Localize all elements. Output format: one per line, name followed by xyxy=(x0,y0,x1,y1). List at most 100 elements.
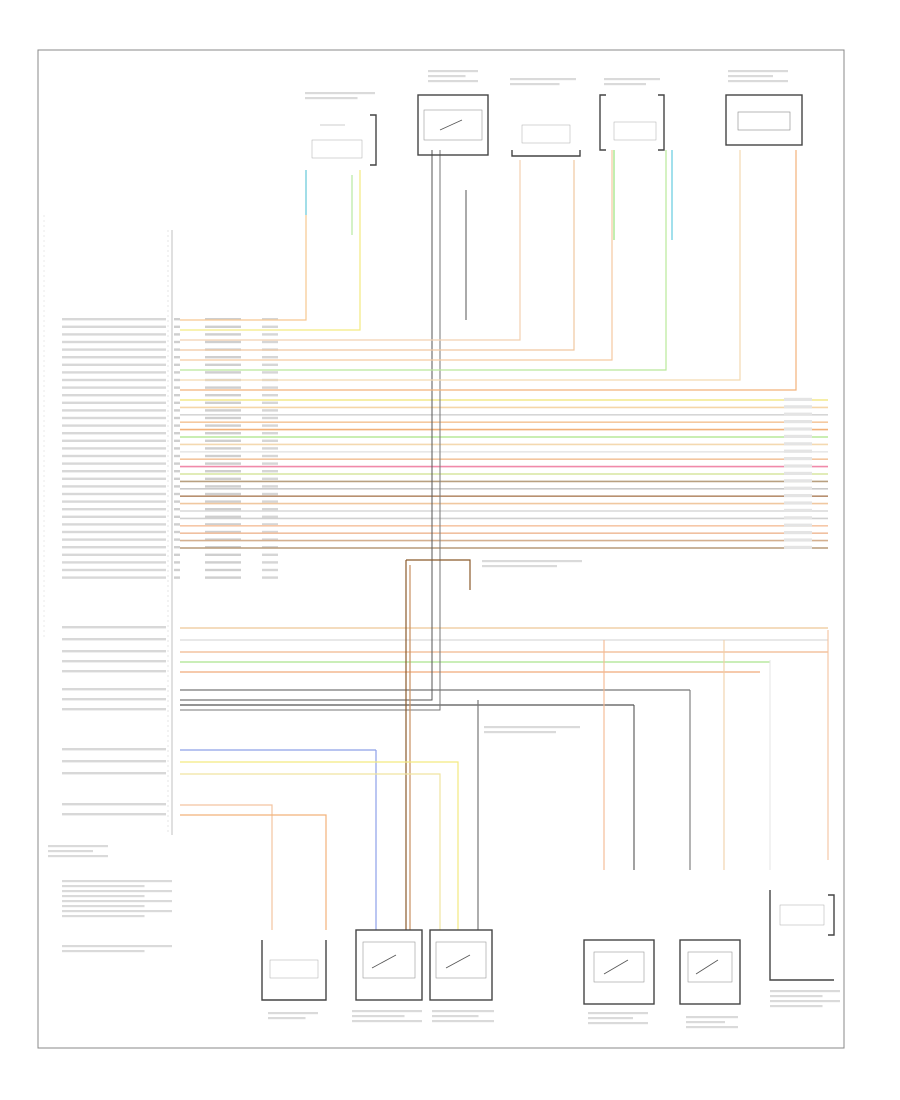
circuit-number xyxy=(262,485,278,488)
wire-tag xyxy=(784,494,812,498)
seat-position-sensor xyxy=(261,940,327,1001)
wire-tag xyxy=(784,479,812,483)
wire-tag xyxy=(784,412,812,416)
annotation-line xyxy=(432,1010,494,1013)
wire-code xyxy=(205,538,241,541)
wire-tag xyxy=(784,442,812,446)
wire-tag xyxy=(784,397,812,401)
wire-tag xyxy=(784,457,812,461)
pin-label xyxy=(62,363,166,366)
annotation-line xyxy=(588,1012,648,1015)
pin-label xyxy=(62,416,166,420)
annotation-line xyxy=(588,1017,633,1020)
circuit-number xyxy=(262,561,278,564)
annotation-line xyxy=(482,565,557,568)
annotation-line xyxy=(686,1026,738,1029)
pin-number xyxy=(174,363,180,366)
annotation-line xyxy=(484,726,580,729)
pin-label xyxy=(62,454,166,458)
annotation-line xyxy=(352,1020,422,1023)
wire-code xyxy=(205,523,241,526)
pin-label xyxy=(62,477,166,480)
wire-tag xyxy=(784,434,812,438)
wire-code xyxy=(205,454,241,458)
circuit-number xyxy=(262,416,278,420)
pin-label xyxy=(62,638,166,641)
circuit-number xyxy=(262,538,278,541)
circuit-number xyxy=(262,371,278,374)
pin-label xyxy=(62,409,166,412)
pin-number xyxy=(174,386,180,389)
pin-label xyxy=(62,568,166,572)
pin-number xyxy=(174,561,180,564)
wire-code xyxy=(205,568,241,572)
wire-color-codes xyxy=(205,318,278,579)
circuit-number xyxy=(262,386,278,389)
annotation-line xyxy=(62,915,145,918)
wire-code xyxy=(205,439,241,442)
pin-number xyxy=(174,492,180,496)
wire-code xyxy=(205,470,241,473)
left-rear-buckle-switch xyxy=(429,929,493,1001)
wire-tag xyxy=(784,420,812,424)
pin-number xyxy=(174,356,180,359)
wire-tag xyxy=(784,471,812,475)
annotation-line xyxy=(484,731,556,734)
right-margin-wires xyxy=(603,630,829,870)
circuit-number xyxy=(262,401,278,404)
wire-tag xyxy=(784,523,812,527)
annotation-line xyxy=(728,75,773,78)
pin-label xyxy=(62,447,166,450)
wire-code xyxy=(205,401,241,404)
pin-number xyxy=(174,371,180,374)
pin-number xyxy=(174,333,180,336)
circuit-number xyxy=(262,325,278,328)
annotation-line xyxy=(770,995,823,998)
pin-label xyxy=(62,325,166,328)
wire-tag xyxy=(784,501,812,505)
annotation-line xyxy=(62,885,145,888)
annotation-line xyxy=(305,92,375,95)
wire-code xyxy=(205,340,241,344)
circuit-number xyxy=(262,530,278,534)
pin-label xyxy=(62,492,166,496)
wire-code xyxy=(205,409,241,412)
pin-label xyxy=(62,462,166,465)
driver-buckle-switch xyxy=(679,939,741,1005)
module-pin-labels-top xyxy=(62,318,180,579)
pin-number xyxy=(174,530,180,534)
pin-number xyxy=(174,318,180,321)
circuit-number xyxy=(262,492,278,496)
wire-code xyxy=(205,485,241,488)
wire-tag xyxy=(784,508,812,512)
right-rear-buckle-switch xyxy=(355,929,423,1001)
wire-code xyxy=(205,553,241,556)
circuit-number xyxy=(262,340,278,344)
pin-label xyxy=(62,530,166,534)
pin-label xyxy=(62,348,166,351)
circuit-number xyxy=(262,333,278,336)
wire-tag xyxy=(784,538,812,542)
wire-code xyxy=(205,416,241,420)
passenger-seat-belt-pretensioner xyxy=(511,124,581,157)
wire-tag xyxy=(784,464,812,468)
pin-number xyxy=(174,477,180,480)
pin-label xyxy=(62,485,166,488)
annotation-line xyxy=(305,97,358,100)
pin-number xyxy=(174,348,180,351)
pin-label xyxy=(62,698,166,701)
circuit-number xyxy=(262,462,278,465)
annotation-line xyxy=(268,1012,318,1015)
pin-number xyxy=(174,576,180,579)
wire-code xyxy=(205,424,241,427)
pin-label xyxy=(62,333,166,336)
wire-code xyxy=(205,371,241,374)
circuit-number xyxy=(262,424,278,427)
pin-label xyxy=(62,508,166,511)
module-pin-labels-bottom xyxy=(62,626,166,816)
pin-number xyxy=(174,424,180,427)
annotation-line xyxy=(428,70,478,73)
left-front-sensor xyxy=(599,94,665,151)
pin-number xyxy=(174,508,180,511)
circuit-number xyxy=(262,432,278,435)
